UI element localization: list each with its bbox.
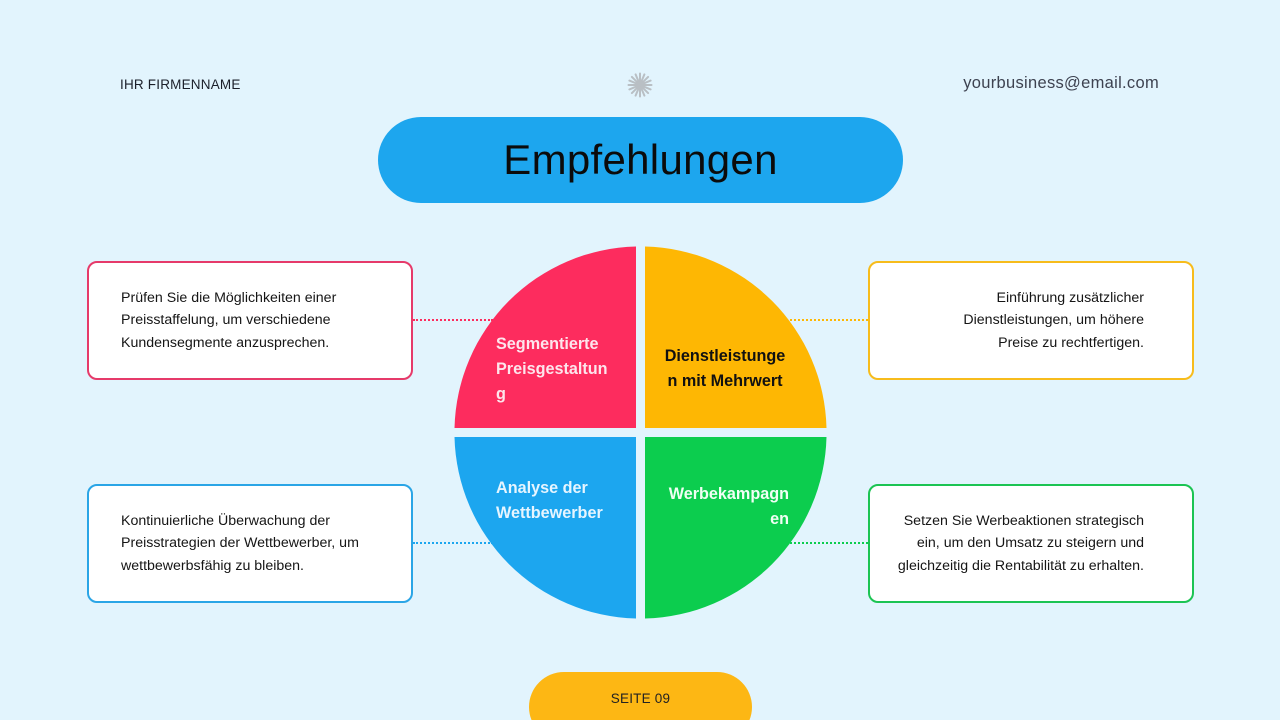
- description-card-bottom-left: Kontinuierliche Überwachung der Preisstr…: [87, 484, 413, 603]
- connector-bottom-right: [790, 542, 868, 544]
- page-number-pill: SEITE 09: [529, 672, 752, 720]
- quadrant-werbekampagnen[interactable]: [645, 437, 827, 619]
- card-line: Dienstleistungen, um höhere: [963, 312, 1144, 329]
- quadrant-dienstleistungen-mit-mehrwert[interactable]: [645, 246, 827, 429]
- card-line: Preise zu rechtfertigen.: [998, 334, 1144, 351]
- label-line: Preisgestaltun: [496, 360, 608, 378]
- description-card-top-left: Prüfen Sie die Möglichkeiten einer Preis…: [87, 261, 413, 380]
- card-line: Setzen Sie Werbeaktionen strategisch: [903, 513, 1144, 530]
- label-line: n mit Mehrwert: [667, 372, 783, 390]
- label-line: Segmentierte: [496, 335, 599, 353]
- description-card-bottom-right: Setzen Sie Werbeaktionen strategisch ein…: [868, 484, 1194, 603]
- quadrant-label-top-right: Dienstleistunge n mit Mehrwert: [655, 344, 795, 394]
- page-number: SEITE 09: [610, 691, 671, 706]
- card-text: Prüfen Sie die Möglichkeiten einer Preis…: [89, 287, 356, 354]
- card-line: Kontinuierliche Überwachung der: [121, 513, 330, 530]
- quadrant-label-bottom-right: Werbekampagn en: [653, 482, 789, 532]
- card-line: ein, um den Umsatz zu steigern und: [916, 535, 1144, 552]
- quadrant-label-top-left: Segmentierte Preisgestaltun g: [496, 332, 621, 407]
- connector-bottom-left: [413, 542, 493, 544]
- page-title: Empfehlungen: [503, 136, 778, 183]
- card-line: Prüfen Sie die Möglichkeiten einer: [121, 290, 337, 307]
- title-banner: Empfehlungen: [378, 117, 903, 203]
- label-line: en: [770, 510, 789, 528]
- label-line: Dienstleistunge: [664, 347, 786, 365]
- contact-email[interactable]: yourbusiness@email.com: [963, 74, 1159, 92]
- label-line: Wettbewerber: [496, 504, 603, 522]
- card-line: Preisstrategien der Wettbewerber, um: [121, 535, 359, 552]
- card-text: Einführung zusätzlicher Dienstleistungen…: [870, 287, 1192, 354]
- label-line: Analyse der: [496, 479, 588, 497]
- starburst-icon: [627, 72, 653, 98]
- card-line: Preisstaffelung, um verschiedene: [121, 312, 331, 329]
- card-line: wettbewerbsfähig zu bleiben.: [121, 557, 304, 574]
- connector-top-left: [413, 319, 493, 321]
- card-text: Setzen Sie Werbeaktionen strategisch ein…: [870, 510, 1192, 577]
- company-name: IHR FIRMENNAME: [120, 77, 241, 92]
- description-card-top-right: Einführung zusätzlicher Dienstleistungen…: [868, 261, 1194, 380]
- quadrant-analyse-der-wettbewerber[interactable]: [454, 437, 637, 619]
- label-line: g: [496, 385, 506, 403]
- connector-top-right: [790, 319, 868, 321]
- label-line: Werbekampagn: [668, 485, 789, 503]
- card-line: Kundensegmente anzusprechen.: [121, 334, 330, 351]
- quadrant-segmentierte-preisgestaltung[interactable]: [454, 246, 637, 429]
- card-line: Einführung zusätzlicher: [996, 290, 1144, 307]
- card-line: gleichzeitig die Rentabilität zu erhalte…: [897, 557, 1144, 574]
- card-text: Kontinuierliche Überwachung der Preisstr…: [89, 510, 379, 577]
- quadrant-label-bottom-left: Analyse der Wettbewerber: [496, 476, 626, 526]
